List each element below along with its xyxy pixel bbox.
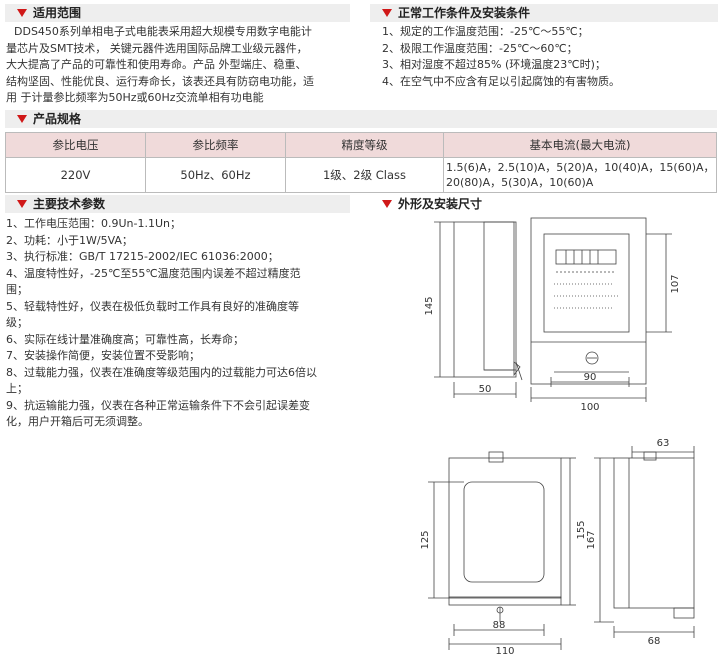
triangle-icon (382, 8, 392, 17)
dims-header: 外形及安装尺寸 (370, 195, 718, 213)
spec-table: 参比电压 参比频率 精度等级 基本电流(最大电流) 220V 50Hz、60Hz… (5, 132, 717, 193)
spec-col-header: 精度等级 (285, 132, 444, 158)
spec-cell: 1.5(6)A，2.5(10)A，5(20)A，10(40)A，15(60)A，… (443, 157, 717, 193)
scope-line: 量芯片及SMT技术， 关键元器件选用国际品牌工业级元器件， (6, 41, 308, 55)
conditions-header: 正常工作条件及安装条件 (370, 4, 718, 22)
spec-cell: 220V (5, 157, 146, 193)
dim-50-label: 50 (479, 384, 492, 395)
params-title: 主要技术参数 (33, 197, 106, 211)
dim-155-label: 155 (576, 520, 587, 539)
scope-line: DDS450系列单相电子式电能表采用超大规模专用数字电能计 (14, 25, 312, 38)
spec-header: 产品规格 (5, 110, 717, 128)
conditions-line: 3、相对湿度不超过85% (环境温度23℃时)； (382, 58, 606, 71)
scope-title: 适用范围 (33, 6, 82, 20)
params-header: 主要技术参数 (5, 195, 350, 213)
conditions-line: 1、规定的工作温度范围：-25℃～55℃； (382, 25, 589, 38)
bottom-dimension-labels: 63 125 155 167 88 110 68 (420, 438, 669, 656)
spec-row: 220V 50Hz、60Hz 1级、2级 Class 1.5(6)A，2.5(1… (5, 157, 717, 193)
dim-68-label: 68 (648, 636, 661, 647)
scope-line: 用 于计量参比频率为50Hz或60Hz交流单相有功电能 (6, 91, 264, 104)
triangle-icon (17, 199, 27, 208)
bottom-dimension-lines (428, 446, 695, 650)
conditions-title: 正常工作条件及安装条件 (398, 6, 531, 20)
params-line: 化，用户开箱后可无须调整。 (6, 415, 149, 428)
dim-100-label: 100 (580, 402, 599, 413)
scope-line: 大大提高了产品的可靠性和使用寿命。产品 外型端庄、稳重、 (6, 58, 307, 71)
dim-167-label: 167 (586, 530, 597, 549)
scope-header: 适用范围 (5, 4, 350, 22)
triangle-icon (17, 114, 27, 123)
side-view-top (453, 221, 523, 381)
scope-text: DDS450系列单相电子式电能表采用超大规模专用数字电能计 量芯片及SMT技术，… (6, 24, 356, 107)
params-line: 1、工作电压范围：0.9Un-1.1Un； (6, 217, 182, 230)
spec-cell: 50Hz、60Hz (145, 157, 286, 193)
triangle-icon (382, 199, 392, 208)
top-dimension-lines (434, 221, 672, 402)
params-line: 围； (6, 283, 28, 296)
spec-col-header: 基本电流(最大电流) (443, 132, 717, 158)
spec-cell: 1级、2级 Class (285, 157, 444, 193)
params-line: 5、轻载特性好，仪表在极低负载时工作具有良好的准确度等 (6, 299, 299, 313)
params-line: 6、实际在线计量准确度高；可靠性高，长寿命； (6, 332, 244, 346)
params-line: 4、温度特性好，-25℃至55℃温度范围内误差不超过精度范 (6, 266, 301, 280)
dim-145-label: 145 (424, 296, 435, 315)
spec-header-row: 参比电压 参比频率 精度等级 基本电流(最大电流) (5, 132, 717, 158)
params-line: 2、功耗：小于1W/5VA； (6, 233, 133, 247)
dims-title: 外形及安装尺寸 (398, 197, 483, 211)
dim-63-label: 63 (657, 438, 670, 449)
params-line: 9、抗运输能力强，仪表在各种正常运输条件下不会引起误差变 (6, 398, 310, 412)
top-dimension-labels: 145 107 50 90 100 (424, 274, 681, 413)
conditions-line: 2、极限工作温度范围：-25℃～60℃； (382, 41, 578, 55)
scope-line: 结构坚固、性能优良、运行寿命长，该表还具有防窃电功能，适 (6, 74, 314, 88)
front-view-bottom (448, 451, 562, 622)
conditions-line: 4、在空气中不应含有足以引起腐蚀的有害物质。 (382, 74, 620, 88)
spec-title: 产品规格 (33, 112, 82, 126)
dim-125-label: 125 (420, 530, 431, 549)
dimension-drawing: 145 107 50 90 100 63 125 (420, 217, 695, 656)
spec-col-header: 参比频率 (145, 132, 286, 158)
dim-110-label: 110 (495, 646, 514, 656)
params-line: 8、过载能力强，仪表在准确度等级范围内的过载能力可达6倍以 (6, 365, 317, 379)
dim-90-label: 90 (584, 372, 597, 383)
front-view-top (530, 217, 647, 385)
triangle-icon (17, 8, 27, 17)
params-text: 1、工作电压范围：0.9Un-1.1Un； 2、功耗：小于1W/5VA； 3、执… (6, 216, 356, 431)
dim-88-label: 88 (493, 620, 506, 631)
params-line: 上； (6, 382, 28, 395)
spec-col-header: 参比电压 (5, 132, 146, 158)
params-line: 7、安装操作简便，安装位置不受影响； (6, 349, 200, 362)
params-line: 级； (6, 316, 28, 329)
dim-107-label: 107 (670, 274, 681, 293)
conditions-text: 1、规定的工作温度范围：-25℃～55℃； 2、极限工作温度范围：-25℃～60… (382, 24, 717, 90)
side-view-bottom (613, 451, 695, 619)
params-line: 3、执行标准：GB/T 17215-2002/IEC 61036:2000； (6, 250, 279, 263)
